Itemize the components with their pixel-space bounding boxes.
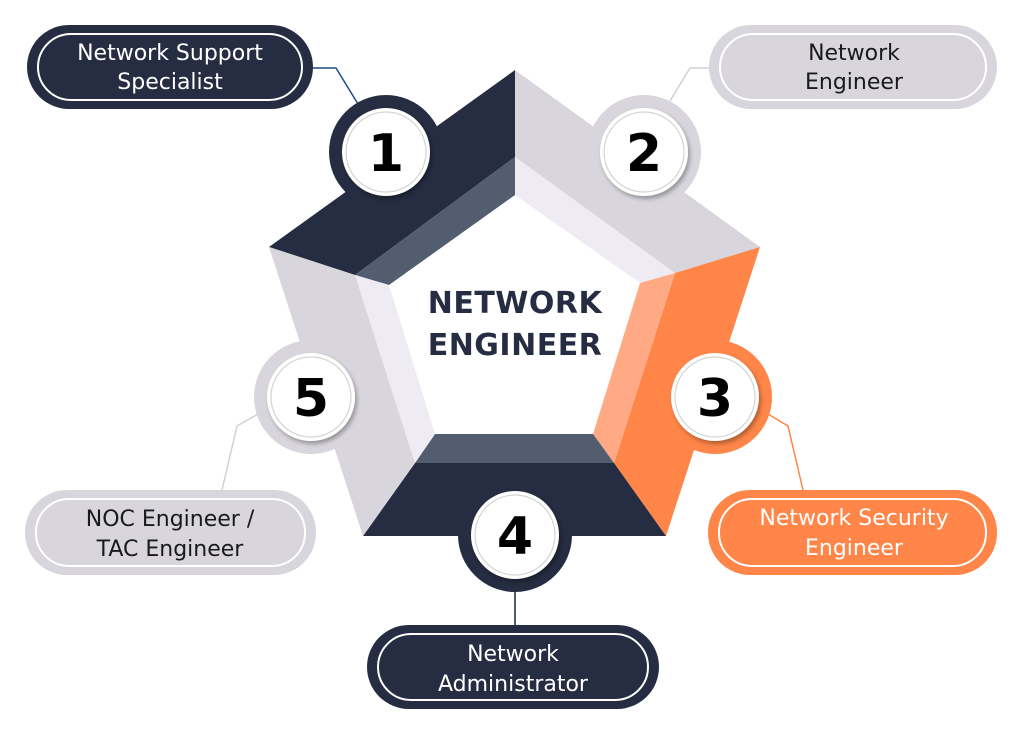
pill-1-line1: Network Support bbox=[77, 41, 263, 66]
badge-4[interactable]: 4 bbox=[458, 478, 572, 592]
pill-4-line2: Administrator bbox=[438, 672, 589, 697]
pill-2-line2: Engineer bbox=[805, 70, 904, 95]
segment-3-inner-face bbox=[593, 273, 675, 463]
center-title: NETWORK ENGINEER bbox=[428, 286, 604, 363]
pill-3-line2: Engineer bbox=[805, 536, 904, 561]
segment-1-inner-face bbox=[355, 157, 515, 285]
pill-1-body bbox=[27, 25, 313, 109]
connector-1 bbox=[313, 67, 359, 105]
pill-4-body bbox=[367, 625, 659, 709]
badge-2[interactable]: 2 bbox=[587, 95, 701, 209]
pill-5-body bbox=[25, 490, 316, 575]
connector-5 bbox=[221, 413, 259, 491]
pill-3-line1: Network Security bbox=[759, 506, 948, 531]
badge-2-number: 2 bbox=[626, 124, 662, 184]
badge-1[interactable]: 1 bbox=[329, 95, 443, 209]
pill-1-line2: Specialist bbox=[117, 70, 223, 95]
badge-4-inner-outline bbox=[474, 494, 556, 576]
badge-2-inner-outline bbox=[603, 111, 685, 193]
pill-2-body bbox=[709, 25, 997, 109]
badge-3-number: 3 bbox=[697, 369, 733, 429]
pill-5-line1: NOC Engineer / bbox=[86, 507, 255, 532]
badge-1-inner-outline bbox=[345, 111, 427, 193]
segment-5-inner-face bbox=[355, 275, 435, 463]
badge-5-number: 5 bbox=[293, 369, 329, 429]
connector-3 bbox=[767, 413, 804, 491]
pill-2-outline bbox=[719, 33, 987, 101]
badge-4-disc bbox=[471, 491, 559, 579]
pill-5-outline bbox=[35, 498, 306, 567]
badge-3[interactable]: 3 bbox=[658, 340, 772, 454]
label-pill-1[interactable]: Network Support Specialist bbox=[27, 25, 313, 109]
segment-4-inner-face bbox=[415, 434, 614, 463]
connectors bbox=[221, 67, 804, 625]
center-title-line2: ENGINEER bbox=[428, 328, 603, 363]
connector-2 bbox=[669, 67, 709, 102]
badge-5[interactable]: 5 bbox=[254, 340, 368, 454]
badge-3-disc bbox=[671, 353, 759, 441]
badge-1-disc bbox=[342, 108, 430, 196]
pill-3-outline bbox=[718, 498, 987, 567]
badge-3-inner-outline bbox=[674, 356, 756, 438]
segment-2-inner-face bbox=[515, 157, 675, 283]
pill-1-outline bbox=[37, 33, 303, 101]
badge-4-number: 4 bbox=[497, 507, 533, 567]
label-pill-2[interactable]: Network Engineer bbox=[709, 25, 997, 109]
pill-4-outline bbox=[377, 633, 649, 701]
label-pill-3[interactable]: Network Security Engineer bbox=[708, 490, 997, 575]
badge-1-number: 1 bbox=[368, 124, 404, 184]
pill-3-body bbox=[708, 490, 997, 575]
badge-5-inner-outline bbox=[270, 356, 352, 438]
badge-5-disc bbox=[267, 353, 355, 441]
center-title-line1: NETWORK bbox=[428, 286, 604, 321]
badge-2-disc bbox=[600, 108, 688, 196]
label-pill-5[interactable]: NOC Engineer / TAC Engineer bbox=[25, 490, 316, 575]
pill-5-line2: TAC Engineer bbox=[96, 537, 245, 562]
label-pill-4[interactable]: Network Administrator bbox=[367, 625, 659, 709]
pill-2-line1: Network bbox=[808, 41, 900, 66]
pill-4-line1: Network bbox=[467, 642, 559, 667]
